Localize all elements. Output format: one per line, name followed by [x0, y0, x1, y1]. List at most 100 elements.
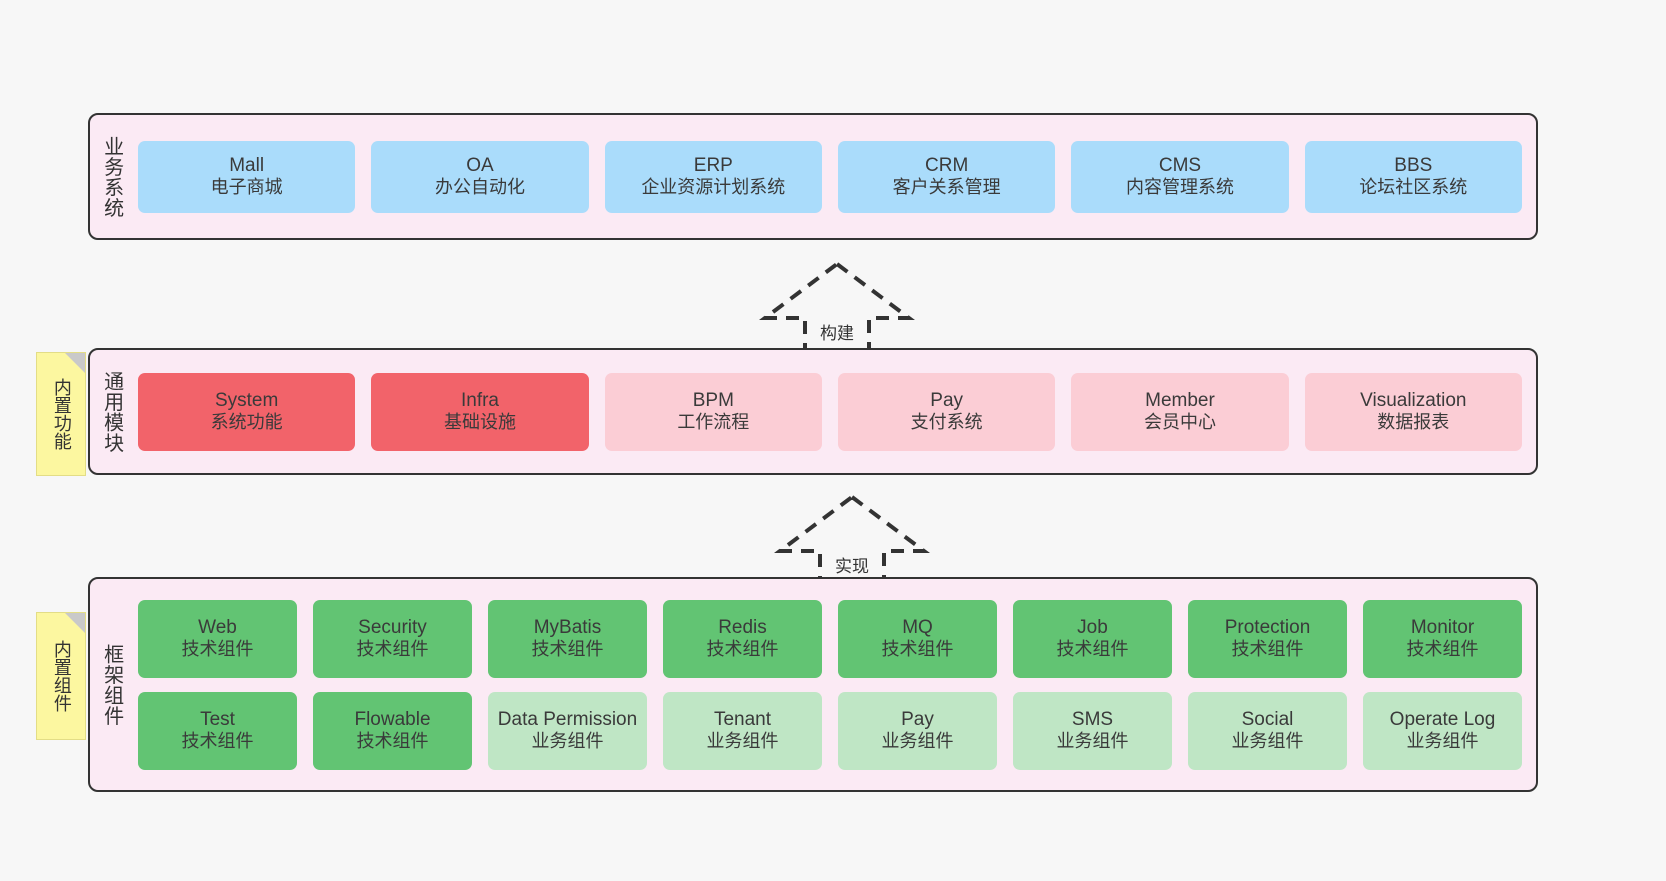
card-cms-title: CMS	[1158, 154, 1202, 176]
card-monitor-title: Monitor	[1410, 616, 1475, 638]
card-infra-subtitle: 基础设施	[443, 412, 516, 433]
note-fold-corner-icon	[65, 613, 85, 633]
card-member-subtitle: 会员中心	[1143, 412, 1216, 433]
card-redis-subtitle: 技术组件	[706, 639, 779, 660]
card-sms-title: SMS	[1071, 708, 1114, 730]
card-job-title: Job	[1077, 616, 1108, 638]
card-web[interactable]: Web 技术组件	[138, 599, 297, 678]
card-operate-log-title: Operate Log	[1389, 708, 1496, 730]
card-bpm-title: BPM	[692, 389, 734, 411]
note-builtin-component-label: 内置组件	[51, 640, 72, 712]
arrow-build: 构建	[757, 256, 917, 356]
card-protection[interactable]: Protection 技术组件	[1188, 599, 1347, 678]
card-member[interactable]: Member 会员中心	[1071, 372, 1289, 451]
card-security-title: Security	[358, 616, 427, 638]
card-sms-subtitle: 业务组件	[1056, 731, 1129, 752]
card-flowable-title: Flowable	[354, 708, 431, 730]
card-redis-title: Redis	[718, 616, 767, 638]
card-web-title: Web	[198, 616, 237, 638]
card-erp-subtitle: 企业资源计划系统	[641, 177, 786, 198]
card-cms[interactable]: CMS 内容管理系统	[1071, 140, 1289, 213]
card-mall[interactable]: Mall 电子商城	[138, 140, 356, 213]
layer-business-system: 业务系统 Mall 电子商城 OA 办公自动化 ERP 企业资源计划系统 CRM	[88, 113, 1538, 240]
card-crm-subtitle: 客户关系管理	[892, 177, 1001, 198]
arrow-implement: 实现	[772, 489, 932, 589]
card-job[interactable]: Job 技术组件	[1013, 599, 1172, 678]
card-oa[interactable]: OA 办公自动化	[371, 140, 589, 213]
card-bbs-subtitle: 论坛社区系统	[1359, 177, 1468, 198]
card-system[interactable]: System 系统功能	[138, 372, 356, 451]
card-redis[interactable]: Redis 技术组件	[663, 599, 822, 678]
card-monitor[interactable]: Monitor 技术组件	[1363, 599, 1522, 678]
card-pay-module[interactable]: Pay 支付系统	[837, 372, 1056, 451]
layer-common-module-title: 通用模块	[100, 370, 123, 453]
card-pay-module-subtitle: 支付系统	[910, 412, 983, 433]
card-infra[interactable]: Infra 基础设施	[371, 372, 589, 451]
card-system-title: System	[214, 389, 279, 411]
card-social-title: Social	[1241, 708, 1294, 730]
card-erp-title: ERP	[693, 154, 733, 176]
card-test[interactable]: Test 技术组件	[138, 691, 297, 770]
card-social-subtitle: 业务组件	[1231, 731, 1304, 752]
card-mq-subtitle: 技术组件	[881, 639, 954, 660]
card-operate-log[interactable]: Operate Log 业务组件	[1363, 691, 1522, 770]
card-tenant[interactable]: Tenant 业务组件	[663, 691, 822, 770]
card-mybatis-title: MyBatis	[533, 616, 602, 638]
arrow-implement-shape	[774, 494, 930, 585]
card-pay-component[interactable]: Pay 业务组件	[838, 691, 997, 770]
card-protection-title: Protection	[1224, 616, 1311, 638]
card-protection-subtitle: 技术组件	[1231, 639, 1304, 660]
common-card-row: System 系统功能 Infra 基础设施 BPM 工作流程 Pay 支付系统…	[138, 372, 1522, 451]
card-oa-title: OA	[466, 154, 494, 176]
card-crm[interactable]: CRM 客户关系管理	[837, 140, 1056, 213]
card-pay-component-subtitle: 业务组件	[881, 731, 954, 752]
card-mq[interactable]: MQ 技术组件	[838, 599, 997, 678]
card-bpm[interactable]: BPM 工作流程	[604, 372, 822, 451]
card-tenant-title: Tenant	[713, 708, 772, 730]
card-member-title: Member	[1145, 389, 1215, 411]
card-bpm-subtitle: 工作流程	[677, 412, 750, 433]
card-operate-log-subtitle: 业务组件	[1406, 731, 1479, 752]
card-data-permission[interactable]: Data Permission 业务组件	[488, 691, 647, 770]
card-social[interactable]: Social 业务组件	[1188, 691, 1347, 770]
layer-framework-component: 框架组件 Web 技术组件 Security 技术组件 MyBatis 技术组件…	[88, 577, 1538, 792]
card-visualization-title: Visualization	[1360, 389, 1467, 411]
card-visualization[interactable]: Visualization 数据报表	[1304, 372, 1522, 451]
layer-framework-component-title: 框架组件	[100, 643, 123, 726]
note-fold-corner-icon	[65, 353, 85, 373]
card-web-subtitle: 技术组件	[181, 639, 254, 660]
card-job-subtitle: 技术组件	[1056, 639, 1129, 660]
note-builtin-component: 内置组件	[36, 612, 86, 740]
card-flowable-subtitle: 技术组件	[356, 731, 429, 752]
arrow-implement-label: 实现	[835, 557, 869, 576]
card-pay-component-title: Pay	[901, 708, 934, 730]
card-security[interactable]: Security 技术组件	[313, 599, 472, 678]
card-mq-title: MQ	[902, 616, 933, 638]
card-monitor-subtitle: 技术组件	[1406, 639, 1479, 660]
card-visualization-subtitle: 数据报表	[1377, 412, 1450, 433]
card-mall-title: Mall	[229, 154, 265, 176]
card-sms[interactable]: SMS 业务组件	[1013, 691, 1172, 770]
layer-business-system-title: 业务系统	[100, 135, 123, 218]
card-mall-subtitle: 电子商城	[210, 177, 283, 198]
layer-business-system-body: Mall 电子商城 OA 办公自动化 ERP 企业资源计划系统 CRM 客户关系…	[132, 115, 1536, 238]
card-data-permission-subtitle: 业务组件	[531, 731, 604, 752]
card-test-subtitle: 技术组件	[181, 731, 254, 752]
card-bbs-title: BBS	[1394, 154, 1433, 176]
layer-common-module: 通用模块 System 系统功能 Infra 基础设施 BPM 工作流程 Pay	[88, 348, 1538, 475]
card-erp[interactable]: ERP 企业资源计划系统	[604, 140, 822, 213]
card-system-subtitle: 系统功能	[210, 412, 283, 433]
card-infra-title: Infra	[460, 389, 499, 411]
card-bbs[interactable]: BBS 论坛社区系统	[1304, 140, 1522, 213]
card-crm-title: CRM	[925, 154, 969, 176]
framework-business-row: Test 技术组件 Flowable 技术组件 Data Permission …	[138, 691, 1522, 770]
framework-tech-row: Web 技术组件 Security 技术组件 MyBatis 技术组件 Redi…	[138, 599, 1522, 678]
layer-framework-component-body: Web 技术组件 Security 技术组件 MyBatis 技术组件 Redi…	[132, 579, 1536, 790]
card-data-permission-title: Data Permission	[497, 708, 638, 730]
arrow-build-label: 构建	[820, 324, 854, 343]
card-pay-module-title: Pay	[930, 389, 964, 411]
card-tenant-subtitle: 业务组件	[706, 731, 779, 752]
card-mybatis[interactable]: MyBatis 技术组件	[488, 599, 647, 678]
card-flowable[interactable]: Flowable 技术组件	[313, 691, 472, 770]
